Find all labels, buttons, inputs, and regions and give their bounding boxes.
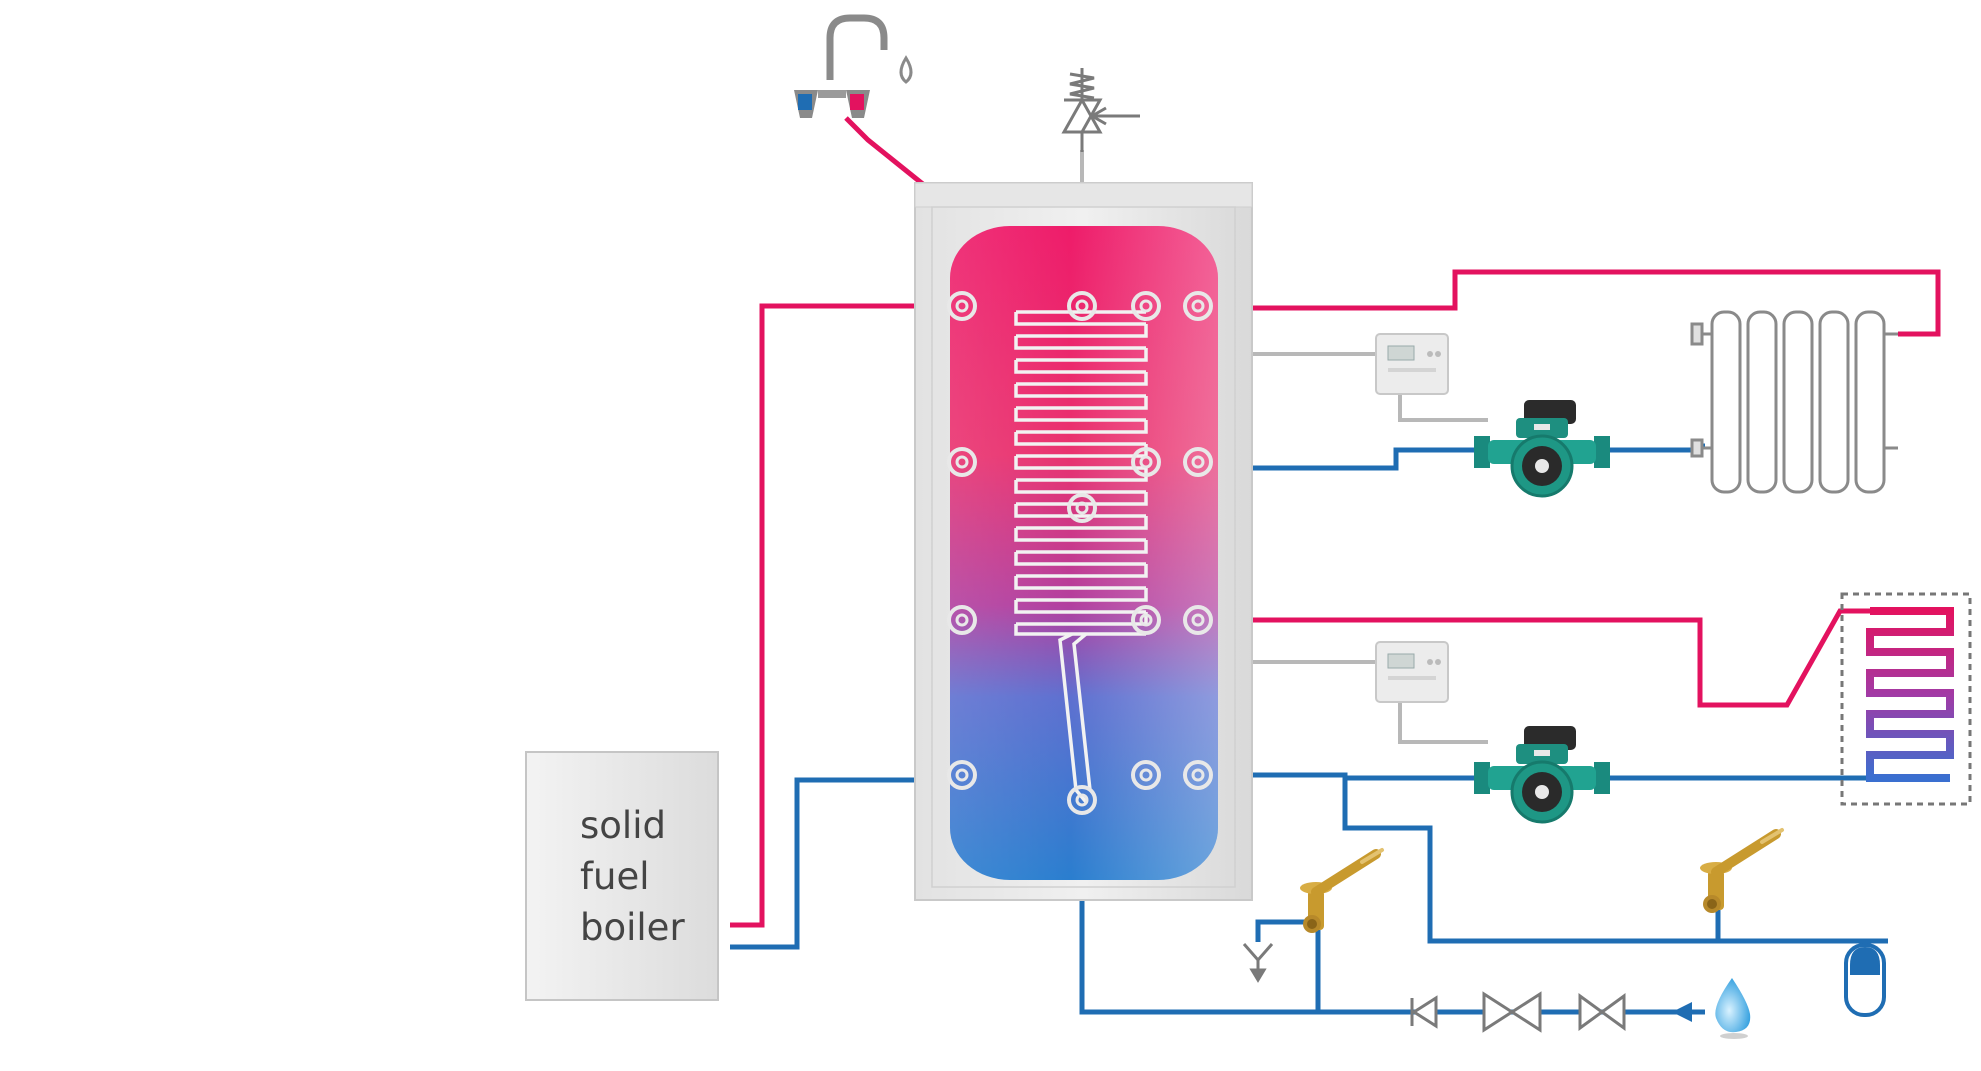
faucet-icon	[794, 14, 913, 118]
check-valve-icon	[1410, 995, 1438, 1029]
water-drop-icon	[1715, 978, 1751, 1039]
drain-valve-icon	[1700, 830, 1782, 913]
underfloor-heating-icon	[1840, 592, 1972, 806]
thermostat-icon	[1375, 641, 1449, 703]
thermostat-icon	[1375, 333, 1449, 395]
boiler-label-line: boiler	[580, 906, 685, 949]
radiator-icon	[1690, 310, 1898, 494]
control-lines	[1080, 150, 1488, 744]
safety-valve-icon	[1061, 68, 1140, 152]
shutoff-valve-icon	[1578, 993, 1626, 1031]
shutoff-valve-icon	[1482, 991, 1542, 1033]
drain-valve-icon	[1300, 850, 1382, 933]
hot-pipes	[730, 116, 1941, 928]
solid-fuel-boiler	[525, 751, 719, 1001]
circulation-pump-icon	[1472, 398, 1612, 498]
circulation-pump-icon	[1472, 724, 1612, 824]
storage-tank	[914, 182, 1253, 901]
boiler-label: solid fuel boiler	[580, 800, 730, 953]
expansion-vessel-icon	[1844, 941, 1886, 1017]
inlet-arrow-icon	[1672, 1002, 1692, 1022]
drain-icon	[1242, 943, 1274, 983]
boiler-label-line: fuel	[580, 855, 650, 898]
boiler-label-line: solid	[580, 804, 666, 847]
